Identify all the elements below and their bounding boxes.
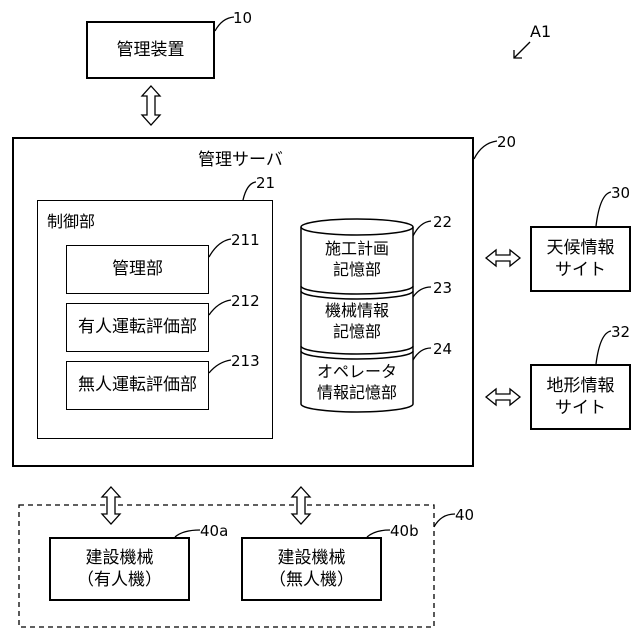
weather-site-box: 天候情報 サイト (530, 226, 631, 292)
leader-10 (215, 17, 234, 31)
machine-unmanned-ref: 40b (390, 522, 419, 540)
storage-operator: オペレータ 情報記憶部 (297, 362, 417, 404)
management-server-ref: 20 (497, 133, 516, 151)
storage-plan-line1: 施工計画 (297, 239, 417, 260)
arrow-server-machine-a (102, 487, 120, 524)
manned-eval-unit-box: 有人運転評価部 (66, 303, 209, 352)
terrain-site-line2: サイト (547, 397, 615, 419)
leader-32 (596, 331, 611, 364)
machine-manned-ref: 40a (200, 522, 228, 540)
weather-site-line2: サイト (547, 259, 615, 281)
arrow-server-weather (486, 250, 520, 266)
arrow-server-machine-b (292, 487, 310, 524)
machine-unmanned-line2: （無人機） (269, 569, 354, 591)
machine-manned-box: 建設機械 （有人機） (49, 537, 190, 601)
leader-40a (175, 530, 200, 537)
storage-machine-line2: 記憶部 (297, 322, 417, 343)
storage-operator-line1: オペレータ (297, 362, 417, 383)
figure-label: A1 (530, 22, 551, 41)
management-device-ref: 10 (233, 9, 252, 27)
storage-plan-ref: 22 (433, 213, 452, 231)
management-unit-label: 管理部 (112, 258, 163, 280)
weather-site-line1: 天候情報 (547, 237, 615, 259)
figure-pointer-head (514, 50, 522, 58)
machine-manned-line2: （有人機） (77, 569, 162, 591)
machine-unmanned-box: 建設機械 （無人機） (241, 537, 382, 601)
machine-manned-line1: 建設機械 (77, 547, 162, 569)
terrain-site-line1: 地形情報 (547, 375, 615, 397)
manned-eval-unit-label: 有人運転評価部 (78, 316, 197, 338)
management-server-label: 管理サーバ (198, 145, 283, 170)
leader-20 (474, 141, 497, 159)
management-device-box: 管理装置 (86, 21, 215, 79)
management-device-label: 管理装置 (117, 39, 185, 61)
control-unit-ref: 21 (256, 174, 275, 192)
machine-group-ref: 40 (455, 506, 474, 524)
storage-operator-line2: 情報記憶部 (297, 383, 417, 404)
unmanned-eval-unit-box: 無人運転評価部 (66, 361, 209, 410)
leader-40 (434, 514, 455, 527)
machine-unmanned-line1: 建設機械 (269, 547, 354, 569)
arrow-server-terrain (486, 389, 520, 405)
storage-plan-line2: 記憶部 (297, 260, 417, 281)
storage-plan: 施工計画 記憶部 (297, 239, 417, 281)
arrow-device-server (142, 86, 160, 125)
leader-40b (367, 530, 390, 537)
storage-machine-ref: 23 (433, 279, 452, 297)
storage-operator-ref: 24 (433, 340, 452, 358)
manned-eval-unit-ref: 212 (231, 292, 260, 310)
weather-site-ref: 30 (611, 184, 630, 202)
management-unit-ref: 211 (231, 231, 260, 249)
leader-30 (596, 192, 611, 226)
control-unit-label: 制御部 (47, 208, 95, 232)
unmanned-eval-unit-ref: 213 (231, 352, 260, 370)
terrain-site-box: 地形情報 サイト (530, 364, 631, 430)
figure-pointer (514, 42, 530, 58)
management-unit-box: 管理部 (66, 245, 209, 294)
unmanned-eval-unit-label: 無人運転評価部 (78, 374, 197, 396)
storage-machine: 機械情報 記憶部 (297, 301, 417, 343)
terrain-site-ref: 32 (611, 323, 630, 341)
storage-machine-line1: 機械情報 (297, 301, 417, 322)
